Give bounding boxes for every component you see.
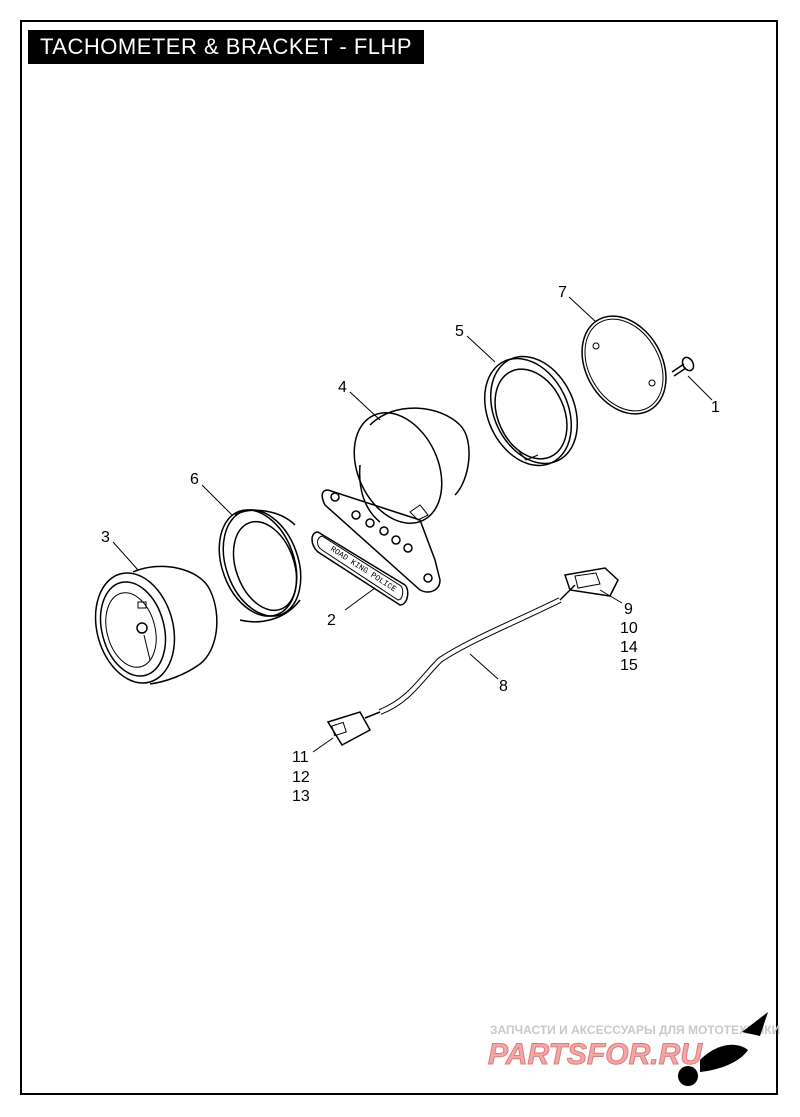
tachometer-gauge[interactable] [84,564,218,692]
page-title: TACHOMETER & BRACKET - FLHP [28,30,425,64]
callout-13: 13 [292,788,310,805]
callout-9: 9 [624,601,633,618]
callout-10: 10 [620,620,638,637]
callout-11: 11 [292,749,309,766]
screw[interactable] [671,355,696,377]
connector-upper[interactable] [564,567,619,597]
bracket-housing[interactable] [321,399,470,593]
callout-14: 14 [620,639,638,656]
page-frame [20,20,778,1095]
callout-4: 4 [338,379,347,396]
callout-1: 1 [711,399,720,416]
cover-ring[interactable] [468,342,594,479]
trim-ring[interactable] [205,499,314,627]
callout-8: 8 [499,678,508,695]
nameplate[interactable] [311,531,409,606]
gasket[interactable] [565,301,683,429]
callout-12: 12 [292,769,310,786]
callout-3: 3 [101,529,110,546]
wiring-harness[interactable] [364,584,576,719]
watermark-brand: PARTSFOR.RU [488,1038,703,1071]
watermark: ЗАПЧАСТИ И АКСЕССУАРЫ ДЛЯ МОТОТЕХНИКИ PA… [488,1012,780,1086]
callout-2: 2 [327,612,336,629]
callout-7: 7 [558,284,567,301]
callout-5: 5 [455,323,464,340]
leader-lines [112,296,713,753]
watermark-tagline: ЗАПЧАСТИ И АКСЕССУАРЫ ДЛЯ МОТОТЕХНИКИ [490,1023,780,1037]
callout-6: 6 [190,471,199,488]
connector-lower[interactable] [326,711,372,746]
nameplate-text: ROAD KING POLICE [328,545,397,594]
motorcycle-rider-logo [678,1012,768,1086]
callout-15: 15 [620,657,638,674]
